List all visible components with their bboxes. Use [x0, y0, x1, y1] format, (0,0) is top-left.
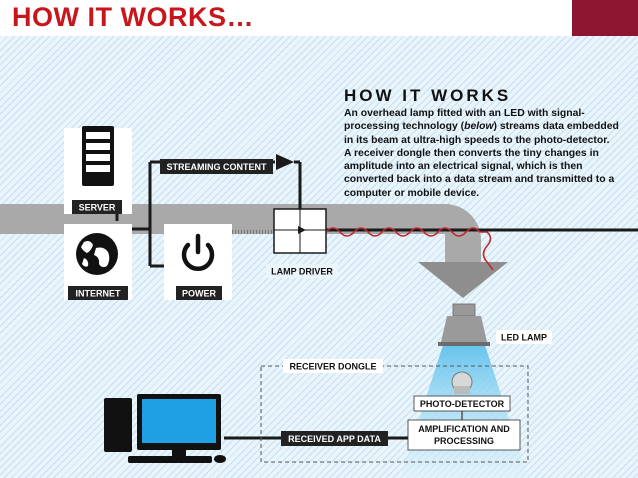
amplification-box	[407, 419, 521, 451]
infographic-panel: SERVER INTERNET	[0, 36, 638, 478]
lamp-driver-node: LAMP DRIVER	[266, 208, 338, 278]
keyboard	[128, 456, 212, 463]
signal-wire	[325, 227, 494, 271]
power-label: POWER	[182, 289, 217, 299]
how-it-works-description: An overhead lamp fitted with an LED with…	[344, 107, 619, 200]
streaming-arrow-icon	[276, 154, 294, 170]
amplification-label-line2: PROCESSING	[434, 436, 494, 446]
streaming-content-label: STREAMING CONTENT	[167, 162, 268, 172]
driver-arrow-icon	[298, 226, 306, 234]
server-label: SERVER	[79, 203, 116, 213]
photo-detector-icon	[451, 371, 473, 394]
globe-icon	[76, 233, 118, 275]
receiver-dongle-label-box	[283, 359, 383, 373]
internet-node: INTERNET	[64, 224, 132, 300]
slide-title: HOW IT WORKS…	[12, 2, 254, 32]
received-app-data-label: RECEIVED APP DATA	[288, 434, 381, 444]
monitor-screen	[142, 399, 216, 443]
internet-label-box	[68, 286, 128, 300]
downward-arrow-icon	[418, 262, 508, 298]
how-it-works-heading: HOW IT WORKS	[344, 86, 512, 105]
desktop-computer-icon	[104, 394, 226, 463]
receiver-dongle-box	[260, 365, 529, 463]
received-app-data-box	[281, 431, 388, 446]
how-it-works-diagram: SERVER INTERNET	[0, 126, 638, 478]
amplification-label-line1: AMPLIFICATION AND	[418, 424, 510, 434]
power-label-box	[176, 286, 222, 300]
computer-tower	[104, 398, 132, 452]
description-part-2: ) streams data embedded in its beam at u…	[344, 121, 619, 199]
description-emphasis: below	[464, 121, 494, 133]
lamp-driver-label: LAMP DRIVER	[271, 267, 333, 277]
description-part-1: An overhead lamp fitted with an LED with…	[344, 108, 585, 133]
corner-accent	[572, 0, 638, 36]
receiver-dongle-label: RECEIVER DONGLE	[289, 362, 376, 372]
server-node: SERVER	[64, 126, 132, 214]
photo-detector-label: PHOTO-DETECTOR	[420, 399, 505, 409]
mouse	[214, 455, 226, 463]
streaming-content-box	[160, 159, 273, 174]
power-icon	[181, 233, 215, 272]
server-label-box	[72, 200, 122, 214]
led-lamp-label: LED LAMP	[501, 333, 547, 343]
power-node: POWER	[164, 224, 232, 300]
led-lamp-icon	[438, 303, 490, 346]
server-tower-icon	[82, 126, 114, 186]
led-lamp-label-box	[496, 330, 552, 344]
internet-label: INTERNET	[76, 289, 122, 299]
